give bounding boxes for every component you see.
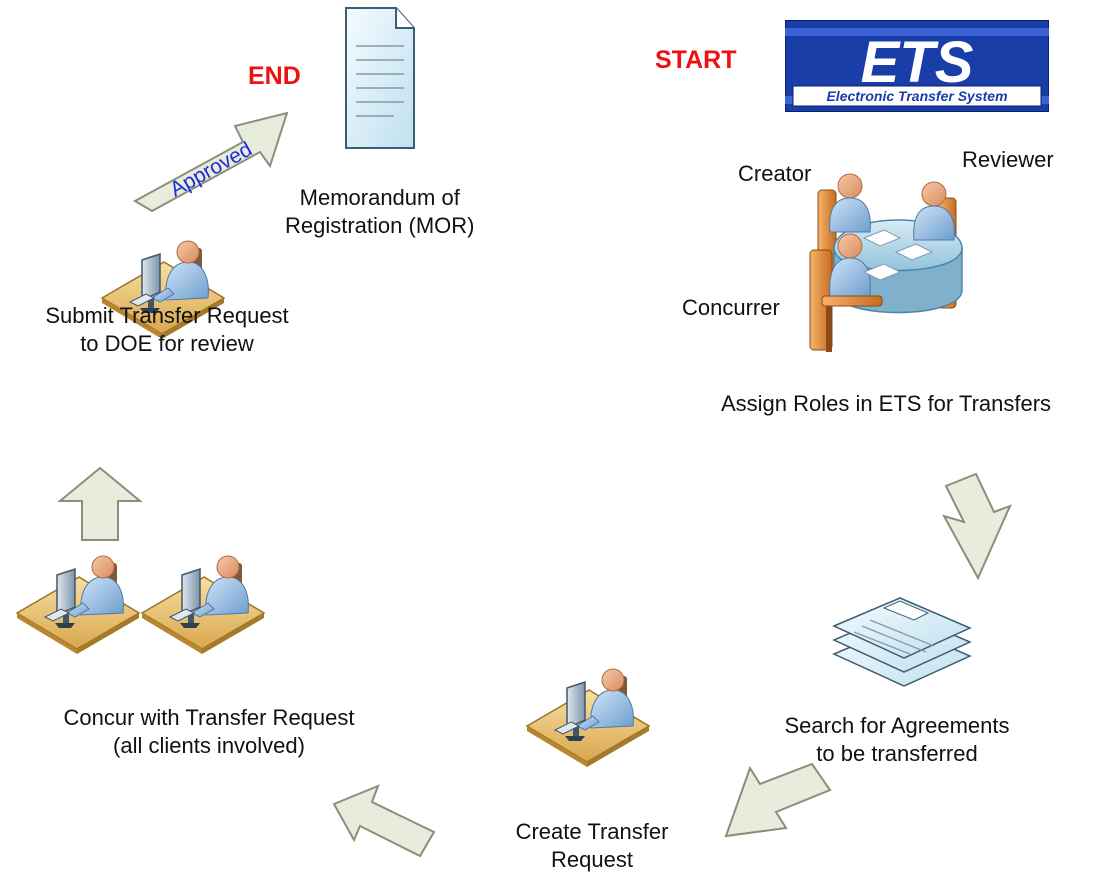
end-label: END — [248, 62, 301, 90]
role-label-creator: Creator — [738, 161, 812, 186]
step-label-assign-roles: Assign Roles in ETS for Transfers — [720, 391, 1052, 416]
role-label-reviewer: Reviewer — [962, 147, 1054, 172]
stacked-documents-icon — [830, 584, 980, 694]
concur-workstation-icon-1 — [15, 545, 145, 657]
ets-logo-title: ETS — [861, 30, 974, 95]
arrow-to-concur — [330, 780, 440, 862]
arrow-to-create — [720, 762, 836, 850]
ets-logo-subtitle: Electronic Transfer System — [826, 88, 1007, 104]
document-icon — [338, 6, 422, 151]
create-workstation-icon — [525, 660, 655, 772]
approved-arrow: Approved — [125, 105, 295, 220]
start-label: START — [655, 46, 737, 74]
approved-label: Approved — [166, 138, 256, 202]
up-arrow — [56, 465, 146, 543]
arrow-to-search — [938, 470, 1030, 582]
role-label-concurrer: Concurrer — [682, 295, 780, 320]
meeting-roles-icon — [800, 168, 980, 358]
ets-logo: ETS Electronic Transfer System — [785, 20, 1049, 112]
concur-workstation-icon-2 — [140, 545, 270, 657]
step-label-concur: Concur with Transfer Request(all clients… — [63, 705, 355, 758]
